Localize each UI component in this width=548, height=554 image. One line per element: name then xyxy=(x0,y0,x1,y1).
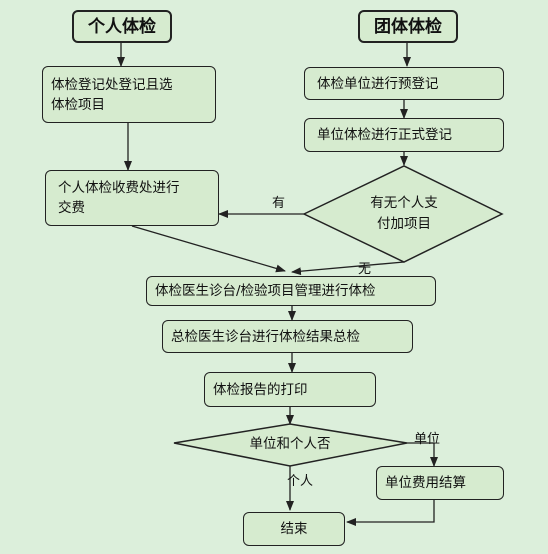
decision-text-unit-or-individual: 单位和个人否 xyxy=(249,436,331,452)
step-unit-formal-register: 单位体检进行正式登记 xyxy=(304,118,504,152)
step-unit-pre-register: 体检单位进行预登记 xyxy=(304,67,504,100)
arrow-payment-to-doctor xyxy=(131,225,286,273)
step-report-print: 体检报告的打印 xyxy=(204,372,376,407)
edge-label-unit: 单位 xyxy=(414,432,441,447)
step-individual-payment: 个人体检收费处进行 交费 xyxy=(45,170,219,226)
step-end: 结束 xyxy=(243,512,345,546)
title-individual-exam: 个人体检 xyxy=(72,10,172,43)
arrow-no-to-doctor xyxy=(291,261,405,276)
decision-diamond-unit-or-individual xyxy=(173,423,408,467)
step-doctor-station: 体检医生诊台/检验项目管理进行体检 xyxy=(146,276,436,306)
edge-label-no: 无 xyxy=(358,262,372,277)
arrow-settlement-to-end xyxy=(346,500,435,526)
title-group-exam: 团体体检 xyxy=(358,10,458,43)
edge-label-yes: 有 xyxy=(272,196,286,211)
decision-diamond-extra-items xyxy=(302,165,504,263)
step-chief-check: 总检医生诊台进行体检结果总检 xyxy=(162,320,413,353)
step-individual-register: 体检登记处登记且选 体检项目 xyxy=(42,66,216,123)
arrow-unit-to-settlement xyxy=(407,442,438,467)
decision-text-extra-items: 有无个人支 付加项目 xyxy=(370,195,438,232)
step-unit-settlement: 单位费用结算 xyxy=(376,466,504,500)
edge-label-individual: 个人 xyxy=(287,474,314,489)
